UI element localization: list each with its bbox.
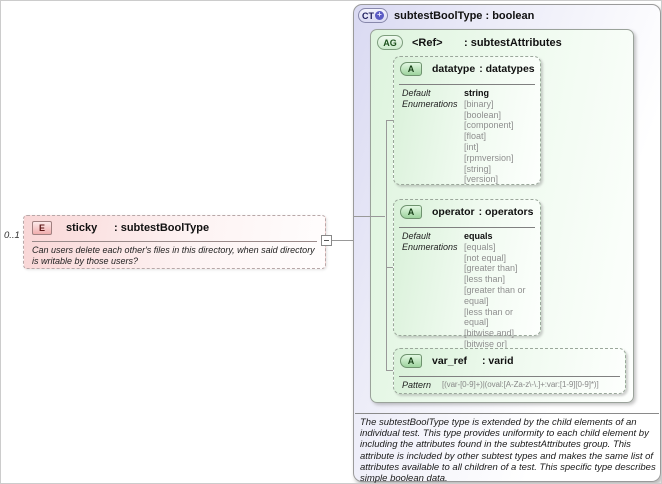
collapse-toggle[interactable] bbox=[321, 235, 332, 246]
tree-vertical-line bbox=[386, 120, 387, 371]
enum-value: [int] bbox=[464, 141, 479, 152]
facet-default-value: string bbox=[464, 88, 490, 98]
complextype-title: subtestBoolType : boolean bbox=[394, 10, 535, 22]
facet-label-enumerations: Enumerations bbox=[402, 98, 458, 109]
facet-default-value: equals bbox=[464, 231, 493, 241]
enum-value: [less than] bbox=[464, 274, 506, 285]
attribute-box-datatype[interactable]: A datatype : datatypes Default Enumerati… bbox=[393, 56, 541, 185]
attribute-type: : varid bbox=[482, 355, 514, 367]
attribute-header: A operator : operators bbox=[400, 205, 533, 219]
element-header: E sticky : subtestBoolType bbox=[32, 221, 209, 235]
attribute-badge-icon: A bbox=[400, 62, 422, 76]
documentation-divider bbox=[355, 413, 659, 414]
attribute-badge-icon: A bbox=[400, 205, 422, 219]
attribute-name: datatype bbox=[432, 63, 476, 75]
facet-label-default: Default bbox=[402, 88, 431, 98]
enum-value: [string] bbox=[464, 163, 492, 174]
enum-value: [bitwise and] bbox=[464, 328, 515, 339]
enum-value: [bitwise or] bbox=[464, 338, 508, 349]
element-box-sticky[interactable]: E sticky : subtestBoolType Can users del… bbox=[23, 215, 326, 269]
element-separator bbox=[32, 241, 317, 242]
attribute-badge-icon: A bbox=[400, 354, 422, 368]
enum-value: [not equal] bbox=[464, 252, 507, 263]
attribute-header: A var_ref : varid bbox=[400, 354, 514, 368]
attribute-name: var_ref bbox=[432, 355, 468, 367]
enum-value: [greater than or equal] bbox=[464, 284, 526, 306]
enum-value: [float] bbox=[464, 131, 487, 142]
facet-label-pattern: Pattern bbox=[402, 380, 432, 390]
complextype-box[interactable]: CT + subtestBoolType : boolean AG <Ref> … bbox=[353, 4, 661, 484]
attribute-box-operator[interactable]: A operator : operators Default Enumerati… bbox=[393, 199, 541, 360]
attribute-type: : datatypes bbox=[479, 63, 535, 75]
complextype-documentation: The subtestBoolType type is extended by … bbox=[360, 417, 656, 484]
multiplicity-label: 0..1 bbox=[4, 230, 20, 241]
attribute-name: operator bbox=[432, 206, 475, 218]
enum-value: [greater than] bbox=[464, 263, 518, 274]
attribute-group-header: AG <Ref> : subtestAttributes bbox=[377, 35, 562, 50]
element-badge-icon: E bbox=[32, 221, 52, 235]
attribute-type: : operators bbox=[478, 206, 534, 218]
element-name: sticky bbox=[66, 222, 98, 234]
attribute-separator bbox=[399, 376, 620, 377]
attribute-separator bbox=[399, 84, 535, 85]
attribute-separator bbox=[399, 227, 535, 228]
attribute-group-type: : subtestAttributes bbox=[464, 36, 562, 49]
attribute-box-varref[interactable]: A var_ref : varid Pattern [(var-[0-9]+)|… bbox=[393, 348, 626, 394]
element-connector-line bbox=[332, 240, 353, 241]
tree-stub-varref bbox=[387, 370, 393, 371]
attribute-facets: Default Enumerations equals [equals] [no… bbox=[402, 231, 537, 361]
facet-label-enumerations: Enumerations bbox=[402, 241, 458, 252]
complextype-badge[interactable]: CT + bbox=[358, 8, 388, 23]
enum-value: [boolean] bbox=[464, 109, 502, 120]
attribute-group-name: <Ref> bbox=[412, 36, 443, 49]
attribute-group-panel[interactable]: AG <Ref> : subtestAttributes A datatype … bbox=[370, 29, 634, 403]
expand-plus-icon[interactable]: + bbox=[375, 11, 384, 20]
enum-value: [less than or equal] bbox=[464, 306, 514, 328]
tree-stub-datatype bbox=[387, 120, 393, 121]
attribute-facets: Pattern [(var-[0-9]+)|(oval:[A-Za-z\-\.]… bbox=[402, 380, 622, 391]
enum-value: [binary] bbox=[464, 98, 494, 109]
complextype-badge-label: CT bbox=[362, 10, 374, 21]
minus-icon bbox=[324, 240, 329, 241]
enum-value: [version] bbox=[464, 174, 499, 185]
group-connector-line bbox=[354, 216, 385, 217]
attribute-group-badge-icon: AG bbox=[377, 35, 403, 50]
tree-stub-operator bbox=[387, 267, 393, 268]
attribute-header: A datatype : datatypes bbox=[400, 62, 535, 76]
enum-value: [component] bbox=[464, 120, 514, 131]
enum-value: [equals] bbox=[464, 241, 496, 252]
attribute-facets: Default Enumerations string [binary] [bo… bbox=[402, 88, 537, 185]
facet-pattern-value: [(var-[0-9]+)|(oval:[A-Za-z\-\.]+:var:[1… bbox=[442, 380, 599, 389]
facet-label-default: Default bbox=[402, 231, 431, 241]
element-annotation: Can users delete each other's files in t… bbox=[32, 245, 315, 266]
enum-value: [rpmversion] bbox=[464, 152, 514, 163]
element-type: : subtestBoolType bbox=[114, 222, 210, 234]
